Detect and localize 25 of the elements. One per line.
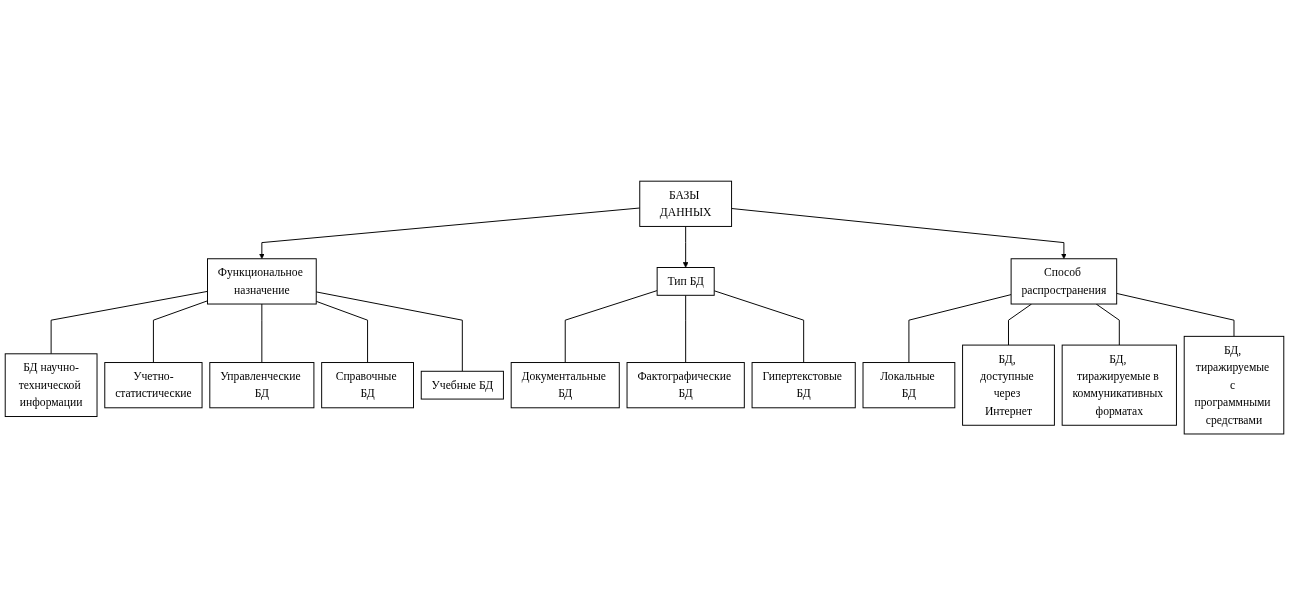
node-box: БД, доступные через Интернет xyxy=(962,345,1055,427)
node-box: БД, тиражируемые в коммуникативных форматах xyxy=(1061,345,1177,427)
node-box: Учебные БД xyxy=(420,371,504,400)
node-box: Учетно-статистические xyxy=(104,362,203,409)
node-box: Локальные БД xyxy=(862,362,956,409)
node-box: Способ распространения xyxy=(1010,258,1118,305)
node-box: Управленческие БД xyxy=(209,362,315,409)
node-box: Гипертекстовые БД xyxy=(751,362,856,409)
connector xyxy=(1116,293,1235,338)
connector xyxy=(261,303,263,364)
node-box: Функциональное назначение xyxy=(207,258,317,305)
node-box: Тип БД xyxy=(656,267,715,297)
connector xyxy=(685,295,687,364)
node-box: Фактографические БД xyxy=(626,362,745,409)
connector xyxy=(1095,303,1120,346)
connector xyxy=(315,291,463,373)
connector xyxy=(564,290,658,364)
node-box: БД научно-технической информации xyxy=(4,353,98,418)
connector xyxy=(713,290,805,364)
node-box: БАЗЫ ДАННЫХ xyxy=(639,181,733,228)
node-box: Справочные БД xyxy=(321,362,414,409)
connector xyxy=(908,294,1012,364)
node-box: Документальные БД xyxy=(510,362,620,409)
node-box: БД, тиражируемые с программными средствами xyxy=(1183,336,1285,435)
connector xyxy=(50,291,208,355)
